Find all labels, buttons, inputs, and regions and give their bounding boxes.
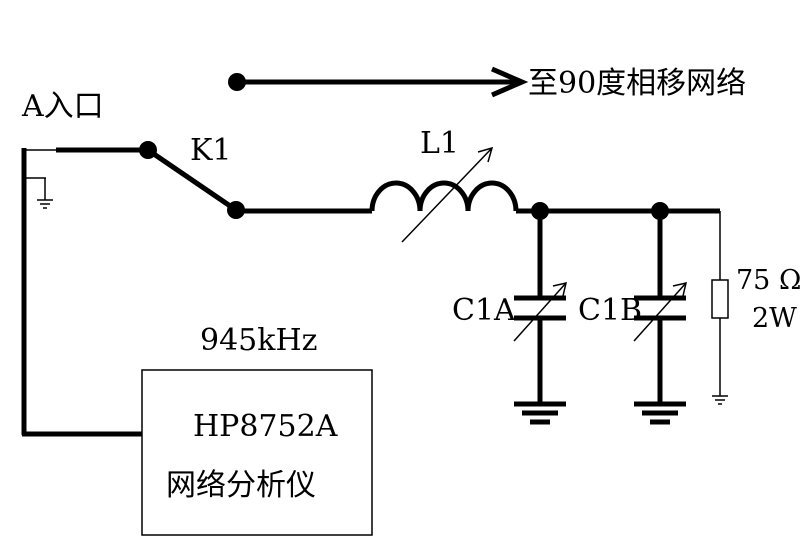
frequency-label: 945kHz bbox=[200, 323, 317, 358]
ground-icon-resistor bbox=[712, 395, 728, 405]
inductor-l1 bbox=[369, 146, 519, 243]
port-a-label: A入口 bbox=[21, 89, 104, 124]
capacitor-c1a bbox=[513, 211, 568, 404]
inductor-label: L1 bbox=[420, 126, 459, 161]
resistor-75ohm bbox=[711, 211, 729, 396]
ground-icon-c1b bbox=[634, 401, 686, 425]
switch-label: K1 bbox=[190, 133, 232, 168]
resistor-power-label: 2W bbox=[752, 303, 797, 334]
phase-network-arrow bbox=[228, 66, 529, 98]
feed-wire bbox=[21, 147, 148, 437]
switch-k1 bbox=[139, 141, 245, 219]
instrument-name-label: 网络分析仪 bbox=[166, 468, 316, 503]
instrument-model-label: HP8752A bbox=[193, 409, 338, 444]
phase-network-label: 至90度相移网络 bbox=[528, 66, 746, 101]
ground-icon-c1a bbox=[514, 401, 566, 425]
capacitor-c1b bbox=[633, 211, 688, 404]
resistor-value-label: 75 Ω bbox=[736, 265, 801, 296]
cap-a-label: C1A bbox=[452, 293, 516, 328]
network-analyzer-box bbox=[141, 369, 373, 536]
cap-b-label: C1B bbox=[578, 293, 642, 328]
port-ground-icon bbox=[24, 177, 53, 209]
